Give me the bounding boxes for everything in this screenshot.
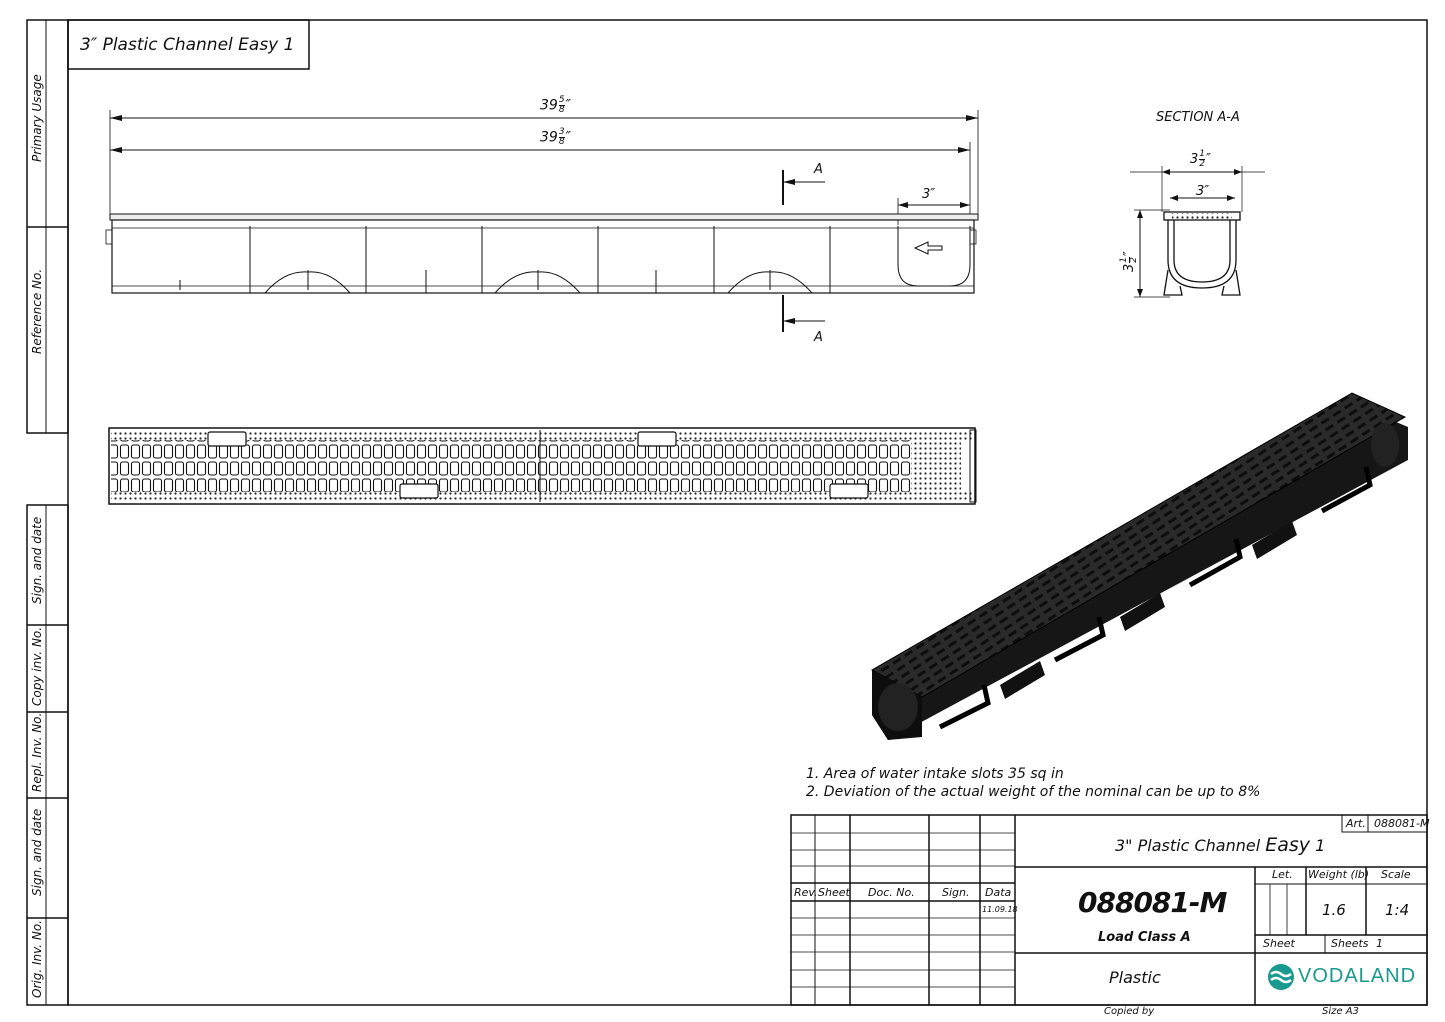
note-1: 1. Area of water intake slots 35 sq in bbox=[806, 766, 1064, 782]
scale-value: 1:4 bbox=[1385, 901, 1410, 919]
top-view-grate bbox=[108, 427, 977, 505]
size-label: Size A3 bbox=[1322, 1006, 1359, 1017]
part-number: 088081-M bbox=[1078, 886, 1227, 919]
dim-overall-den: 8 bbox=[558, 105, 565, 115]
sheet-title: 3″ Plastic Channel Easy 1 bbox=[80, 35, 295, 55]
notes-block: 1. Area of water intake slots 35 sq in 2… bbox=[806, 765, 1260, 801]
data-label: Data bbox=[985, 886, 1012, 899]
material: Plastic bbox=[1109, 968, 1161, 987]
isometric-view bbox=[870, 392, 1408, 740]
weight-label: Weight (lb) bbox=[1308, 868, 1370, 881]
section-outer-unit: ″ bbox=[1206, 152, 1211, 167]
dim-inner-den: 8 bbox=[558, 137, 565, 147]
load-class: Load Class A bbox=[1098, 930, 1191, 945]
sheets-value: 1 bbox=[1376, 937, 1383, 950]
dim-inner-unit: ″ bbox=[565, 129, 571, 146]
brand-name: VODALAND bbox=[1298, 965, 1417, 987]
let-label: Let. bbox=[1272, 868, 1293, 881]
sign-label: Sign. bbox=[942, 886, 970, 899]
section-outer-num: 1 bbox=[1199, 149, 1206, 160]
section-inner-width: 3″ bbox=[1196, 184, 1210, 199]
product-name-emph: Easy bbox=[1265, 834, 1311, 856]
section-outer-whole: 3 bbox=[1190, 152, 1199, 167]
front-view bbox=[105, 110, 979, 332]
dim-width: 3″ bbox=[922, 187, 936, 202]
date-value: 11.09.18 bbox=[982, 905, 1018, 914]
vodaland-logo-icon bbox=[1268, 964, 1294, 990]
sheet-footer: Sheet bbox=[1263, 937, 1295, 950]
dim-overall-num: 5 bbox=[558, 95, 565, 106]
doc-no-label: Doc. No. bbox=[868, 886, 915, 899]
dim-overall-whole: 39 bbox=[540, 97, 558, 114]
section-view bbox=[1130, 166, 1265, 298]
rev-label: Rev. bbox=[794, 886, 818, 899]
weight-value: 1.6 bbox=[1322, 901, 1346, 919]
section-title: SECTION A-A bbox=[1156, 110, 1240, 125]
art-label: Art. bbox=[1346, 817, 1366, 830]
product-name: 3" Plastic Channel Easy 1 bbox=[1115, 834, 1325, 856]
section-mark-top: A bbox=[814, 162, 823, 177]
sheets-footer: Sheets bbox=[1331, 937, 1369, 950]
note-2: 2. Deviation of the actual weight of the… bbox=[806, 784, 1261, 800]
dim-inner-num: 3 bbox=[558, 127, 565, 138]
sheet-label: Sheet bbox=[818, 886, 850, 899]
section-mark-bottom: A bbox=[814, 330, 823, 345]
art-value: 088081-M bbox=[1374, 817, 1430, 830]
scale-label: Scale bbox=[1381, 868, 1411, 881]
product-name-main: 3" Plastic Channel bbox=[1115, 836, 1261, 855]
copied-by: Copied by bbox=[1104, 1006, 1155, 1017]
dim-inner-whole: 39 bbox=[540, 129, 558, 146]
section-outer-den: 2 bbox=[1199, 159, 1206, 169]
product-name-suffix: 1 bbox=[1315, 836, 1326, 855]
dim-overall-unit: ″ bbox=[565, 97, 571, 114]
